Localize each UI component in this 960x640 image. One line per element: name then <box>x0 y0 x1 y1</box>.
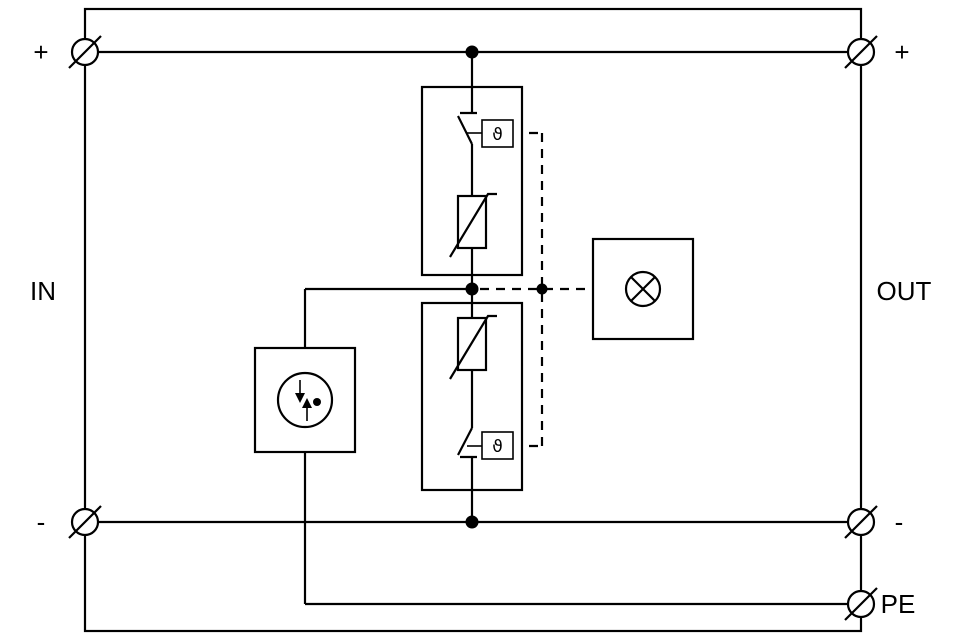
lower-protection-module: ϑ <box>420 301 524 492</box>
terminal-in-minus <box>68 505 102 539</box>
lower-switch-blade <box>457 427 473 456</box>
upper-varistor-stroke <box>449 192 497 258</box>
status-indicator <box>591 237 695 341</box>
terminal-in-minus-slash <box>68 505 102 539</box>
junction-dot-mid <box>465 282 479 296</box>
branch-center <box>465 52 479 522</box>
arrester-arrow-down-head <box>295 393 305 403</box>
lower-theta-box <box>481 431 514 460</box>
label-plus-right: + <box>894 37 909 67</box>
label-plus-left: + <box>33 37 48 67</box>
gas-discharge-arrester <box>253 346 357 454</box>
terminals <box>68 35 878 621</box>
upper-protection-module: ϑ <box>420 85 524 277</box>
label-minus-right: - <box>895 507 904 537</box>
terminal-out-plus <box>844 35 878 69</box>
terminal-out-plus-slash <box>844 35 878 69</box>
labels: + + IN OUT - - PE <box>30 37 932 619</box>
arrester-arrow-up-head <box>302 398 312 408</box>
terminal-pe <box>844 587 878 621</box>
upper-theta-box <box>481 119 514 148</box>
lower-varistor-stroke <box>449 314 497 380</box>
label-minus-left: - <box>37 507 46 537</box>
label-pe: PE <box>881 589 916 619</box>
upper-switch-blade <box>457 115 473 145</box>
terminal-in-plus <box>68 35 102 69</box>
terminal-out-minus <box>844 505 878 539</box>
arrester-dot <box>313 398 321 406</box>
device-border <box>83 7 863 633</box>
terminal-out-minus-slash <box>844 505 878 539</box>
indicator-lamp-cross-2 <box>630 276 656 302</box>
terminal-in-plus-slash <box>68 35 102 69</box>
label-out: OUT <box>877 276 932 306</box>
conductor-pe <box>303 287 861 606</box>
lower-theta-label: ϑ <box>492 437 503 457</box>
upper-theta-label: ϑ <box>492 125 503 145</box>
label-in: IN <box>30 276 56 306</box>
arrester-circle <box>276 371 334 429</box>
linkage-node-dot <box>536 283 548 295</box>
terminal-pe-slash <box>844 587 878 621</box>
